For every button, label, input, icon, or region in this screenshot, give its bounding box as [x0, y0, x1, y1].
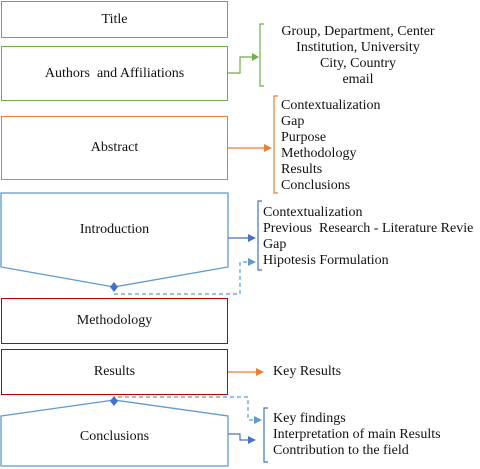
authors-detail-item: Institution, University — [296, 40, 420, 55]
introduction-detail-item: Gap — [263, 237, 287, 252]
authors-detail-item: Group, Department, Center — [281, 24, 435, 39]
introduction-dashed-link — [113, 261, 248, 295]
introduction-details: Contextualization Previous Research - Li… — [263, 205, 478, 269]
authors-detail-item: email — [342, 72, 374, 87]
authors-bracket — [259, 23, 264, 87]
introduction-shape — [0, 192, 229, 288]
conclusions-bracket — [263, 407, 268, 463]
conclusions-arrow — [228, 433, 248, 441]
conclusions-detail-item: Contribution to the field — [273, 443, 409, 458]
abstract-detail-item: Methodology — [281, 146, 357, 161]
introduction-box: Introduction — [1, 193, 228, 267]
conclusions-detail-item: Key findings — [273, 411, 346, 426]
conclusions-details: Key findings Interpretation of main Resu… — [273, 411, 441, 459]
conclusions-box: Conclusions — [1, 412, 228, 462]
abstract-detail-item: Gap — [281, 114, 305, 129]
introduction-bracket — [257, 200, 262, 271]
conclusions-detail-item: Interpretation of main Results — [273, 427, 441, 442]
abstract-detail-item: Contextualization — [281, 98, 381, 113]
authors-label: Authors and Affiliations — [44, 65, 185, 81]
abstract-detail-item: Results — [281, 162, 323, 177]
abstract-bracket — [273, 95, 278, 194]
introduction-label: Introduction — [79, 222, 150, 237]
results-label: Results — [93, 364, 136, 379]
authors-box: Authors and Affiliations — [1, 46, 228, 101]
methodology-box: Methodology — [1, 298, 228, 344]
abstract-detail-item: Conclusions — [281, 178, 351, 193]
introduction-detail-item: Contextualization — [263, 205, 363, 220]
authors-details: Group, Department, Center Institution, U… — [268, 24, 448, 88]
title-box: Title — [1, 1, 228, 38]
abstract-detail-item: Purpose — [281, 130, 327, 145]
results-details: Key Results — [273, 364, 341, 380]
authors-arrow — [228, 56, 252, 74]
abstract-details: Contextualization Gap Purpose Methodolog… — [281, 98, 381, 194]
introduction-detail-item: Previous Research - Literature Revie — [263, 221, 474, 236]
abstract-label: Abstract — [90, 140, 139, 155]
authors-detail-item: City, Country — [319, 56, 397, 71]
results-box: Results — [1, 349, 228, 395]
results-detail-item: Key Results — [273, 364, 342, 379]
introduction-diamond — [110, 282, 118, 292]
conclusions-diamond — [110, 396, 118, 406]
title-label: Title — [101, 11, 128, 27]
conclusions-label: Conclusions — [79, 429, 150, 444]
methodology-label: Methodology — [76, 313, 153, 328]
conclusions-shape — [0, 399, 229, 467]
introduction-detail-item: Hipotesis Formulation — [263, 253, 389, 268]
abstract-box: Abstract — [1, 116, 228, 180]
